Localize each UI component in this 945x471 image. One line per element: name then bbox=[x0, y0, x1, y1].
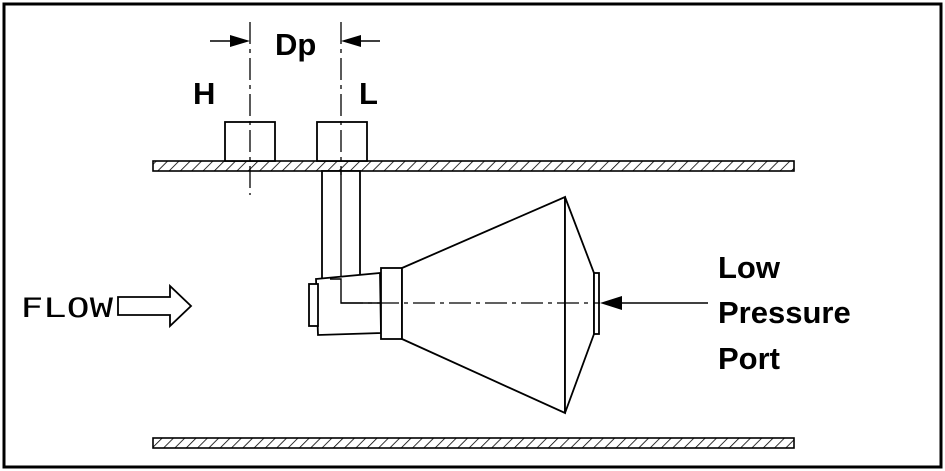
low-pressure-leader-head bbox=[600, 296, 622, 310]
flow-arrow-icon bbox=[117, 283, 193, 329]
label-low-pressure-port-line-2: Pressure bbox=[718, 295, 851, 330]
low-port-fitting bbox=[316, 121, 368, 162]
pipe-wall-bottom bbox=[152, 437, 795, 449]
dp-arrow-right-head bbox=[341, 35, 361, 47]
label-low-pressure-port-line-1: Low bbox=[718, 250, 781, 285]
pipe-wall-top bbox=[152, 160, 795, 172]
elbow bbox=[315, 272, 382, 336]
nose-cap bbox=[308, 283, 319, 327]
dp-arrow-left-head bbox=[230, 35, 250, 47]
label-flow: FLOW bbox=[20, 293, 114, 324]
label-l: L bbox=[359, 76, 378, 111]
label-h: H bbox=[193, 76, 215, 111]
label-low-pressure-port-line-3: Port bbox=[718, 341, 780, 376]
label-dp: Dp bbox=[275, 27, 316, 62]
